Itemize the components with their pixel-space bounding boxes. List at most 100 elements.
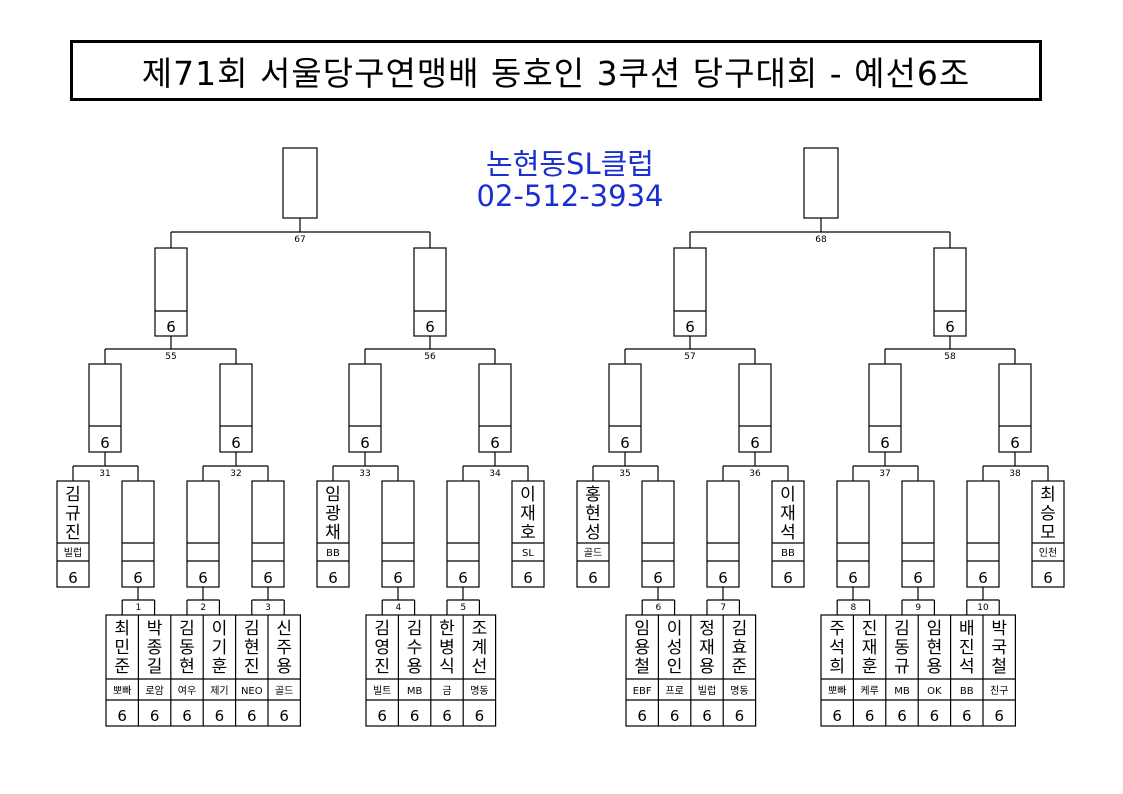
- prelim-player-name: 식: [439, 657, 455, 677]
- prelim-player-name: 성: [667, 638, 683, 658]
- r32-player-name: 재: [520, 504, 536, 524]
- prelim-player-name: 진: [374, 657, 390, 677]
- r16-slot-box: [219, 363, 253, 453]
- prelim-player-name: 김: [374, 619, 390, 639]
- prelim-score-mark: 6: [117, 707, 127, 725]
- prelim-player-club: NEO: [241, 686, 263, 697]
- r16-match-number: 31: [99, 469, 110, 479]
- prelim-player-name: 박: [991, 619, 1007, 639]
- prelim-player-name: 규: [894, 657, 910, 677]
- r32-player-club: 인천: [1039, 547, 1057, 559]
- r32-player-name: 규: [65, 504, 81, 524]
- qf-match-number: 56: [424, 352, 436, 362]
- prelim-player-name: 석: [959, 657, 975, 677]
- r32-score-mark: 6: [1043, 569, 1053, 587]
- prelim-player-club: 친구: [990, 685, 1008, 697]
- prelim-player-club: BB: [960, 686, 974, 697]
- prelim-player-name: 기: [212, 638, 228, 658]
- tournament-title: 제71회 서울당구연맹배 동호인 3쿠션 당구대회 - 예선6조: [70, 40, 1042, 101]
- r32-player-club: 빌럽: [64, 547, 82, 559]
- qf-slot-box: [413, 247, 447, 337]
- r32-score-mark: 6: [393, 569, 403, 587]
- prelim-player-name: 임: [634, 619, 650, 639]
- r32-score-mark: 6: [198, 569, 208, 587]
- r32-player-name: 모: [1040, 523, 1056, 543]
- prelim-player-club: MB: [407, 686, 423, 697]
- prelim-player-name: 재: [862, 638, 878, 658]
- prelim-player-name: 훈: [862, 657, 878, 677]
- r32-slot-box: [316, 480, 350, 588]
- prelim-match-number: 7: [720, 603, 726, 613]
- prelim-player-name: 이: [212, 619, 228, 639]
- prelim-player-name: 김: [244, 619, 260, 639]
- prelim-player-name: 준: [114, 657, 130, 677]
- qf-score-mark: 6: [945, 318, 955, 336]
- prelim-match-number: 6: [656, 603, 662, 613]
- r32-player-name: 승: [1040, 504, 1056, 524]
- r32-player-name: 채: [325, 523, 341, 543]
- prelim-player-club: 뽀빠: [113, 685, 131, 697]
- prelim-player-name: 최: [114, 619, 130, 639]
- r16-score-mark: 6: [360, 434, 370, 452]
- prelim-player-name: 수: [407, 638, 423, 658]
- prelim-player-name: 현: [927, 638, 943, 658]
- prelim-player-club: 프로: [665, 686, 683, 697]
- prelim-player-name: 정: [699, 619, 715, 639]
- prelim-player-name: 신: [276, 619, 292, 639]
- prelim-player-name: 훈: [212, 657, 228, 677]
- qf-match-number: 55: [165, 352, 176, 362]
- r16-score-mark: 6: [880, 434, 890, 452]
- r32-slot-box: [901, 480, 935, 588]
- prelim-player-name: 박: [147, 619, 163, 639]
- prelim-score-mark: 6: [475, 707, 485, 725]
- r32-player-name: 김: [65, 485, 81, 505]
- prelim-player-name: 김: [407, 619, 423, 639]
- r16-score-mark: 6: [490, 434, 500, 452]
- r16-match-number: 37: [879, 469, 890, 479]
- prelim-score-mark: 6: [702, 707, 712, 725]
- r16-slot-box: [868, 363, 902, 453]
- r32-player-club: BB: [326, 548, 340, 559]
- prelim-score-mark: 6: [377, 707, 387, 725]
- prelim-player-club: 케루: [860, 685, 878, 697]
- prelim-match-number: 3: [265, 603, 271, 613]
- r32-player-name: 현: [585, 504, 601, 524]
- r16-score-mark: 6: [750, 434, 760, 452]
- prelim-match-number: 4: [396, 603, 402, 613]
- prelim-player-name: 병: [439, 638, 455, 658]
- prelim-score-mark: 6: [994, 707, 1004, 725]
- r32-slot-box: [771, 480, 805, 588]
- prelim-player-name: 용: [927, 657, 943, 677]
- r32-score-mark: 6: [718, 569, 728, 587]
- r32-player-club: BB: [781, 548, 795, 559]
- prelim-player-club: 빌럽: [698, 685, 716, 697]
- r32-player-name: 진: [65, 523, 81, 543]
- prelim-player-name: 민: [114, 638, 130, 658]
- r32-slot-box: [641, 480, 675, 588]
- prelim-player-club: 금: [442, 685, 451, 697]
- prelim-player-name: 효: [732, 638, 748, 658]
- r16-score-mark: 6: [231, 434, 241, 452]
- prelim-score-mark: 6: [182, 707, 192, 725]
- prelim-player-name: 한: [439, 619, 455, 639]
- prelim-player-name: 배: [959, 619, 975, 639]
- r32-player-name: 임: [325, 485, 341, 505]
- r16-match-number: 35: [619, 469, 630, 479]
- qf-score-mark: 6: [166, 318, 176, 336]
- r32-slot-box: [836, 480, 870, 588]
- prelim-match-number: 5: [460, 603, 466, 613]
- final-match-number: 67: [294, 235, 305, 245]
- r32-score-mark: 6: [588, 569, 598, 587]
- prelim-score-mark: 6: [442, 707, 452, 725]
- r32-slot-box: [511, 480, 545, 588]
- r32-score-mark: 6: [263, 569, 273, 587]
- r32-score-mark: 6: [133, 569, 143, 587]
- prelim-player-name: 용: [634, 638, 650, 658]
- r16-slot-box: [998, 363, 1032, 453]
- r32-player-name: 이: [520, 485, 536, 505]
- prelim-player-name: 재: [699, 638, 715, 658]
- prelim-score-mark: 6: [735, 707, 745, 725]
- prelim-player-name: 용: [699, 657, 715, 677]
- r32-player-name: 성: [585, 523, 601, 543]
